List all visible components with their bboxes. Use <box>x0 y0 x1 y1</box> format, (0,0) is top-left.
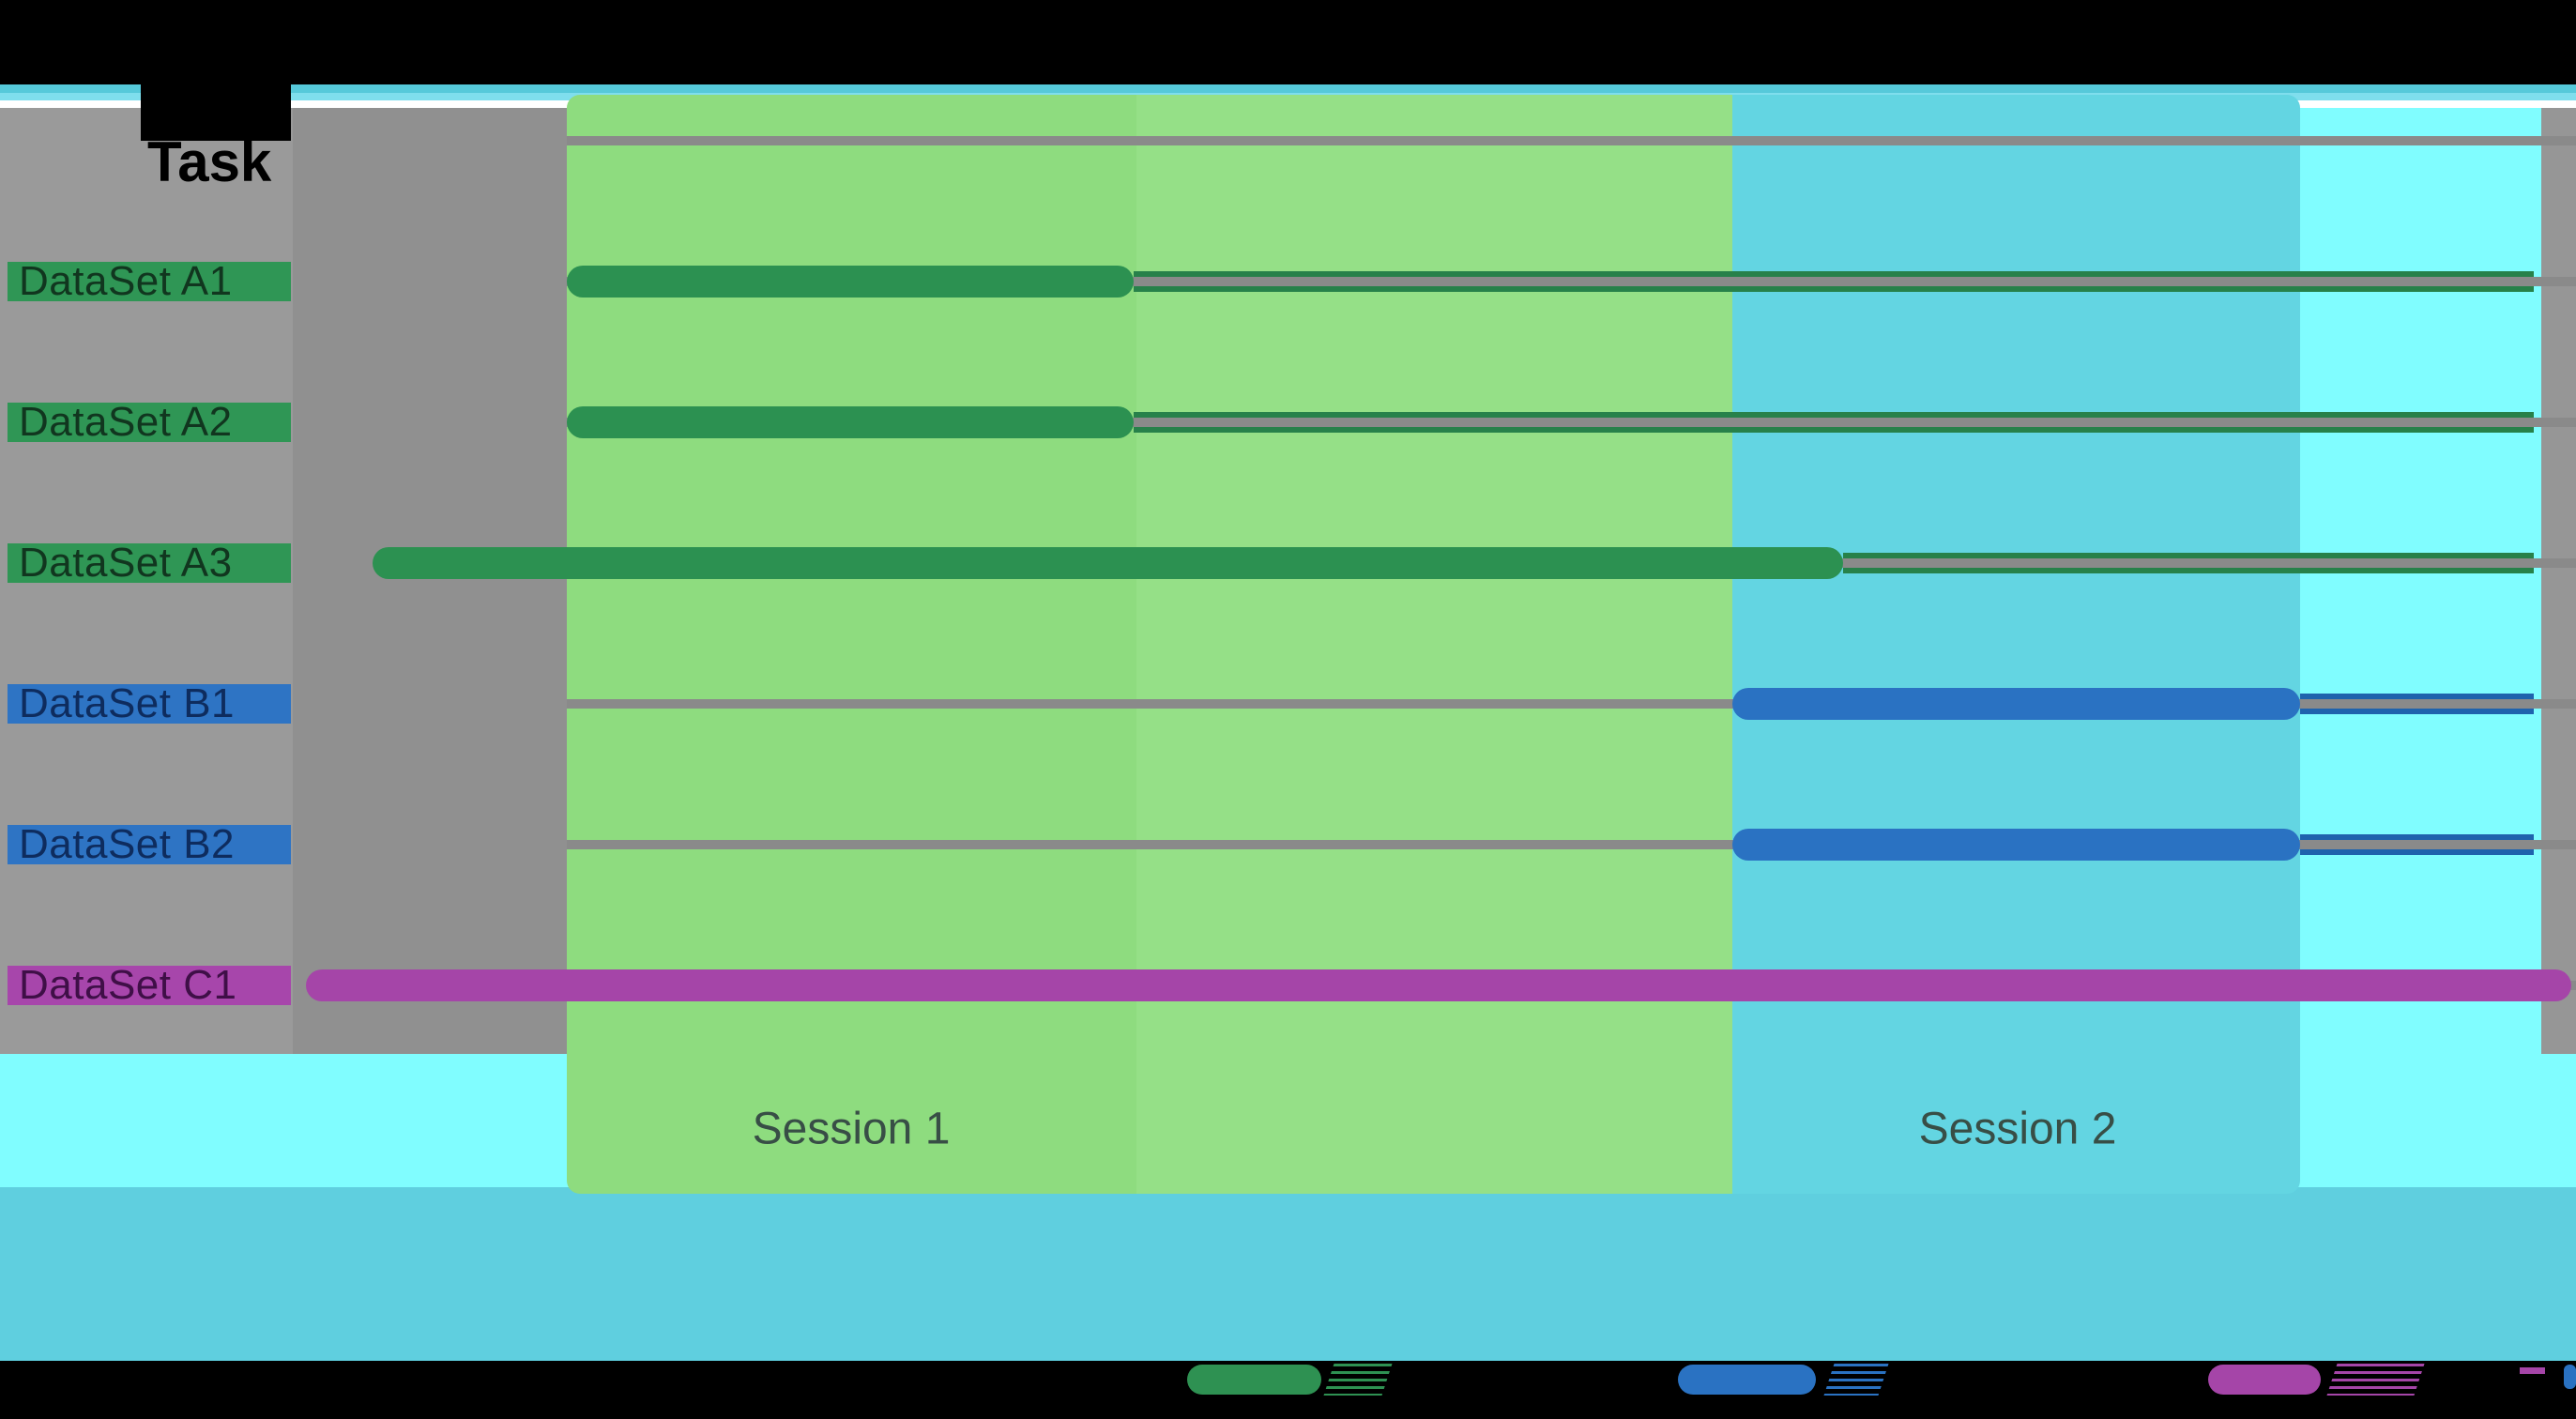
legend-swatch-series-b <box>1678 1365 1816 1395</box>
row-label-dataset-a2: DataSet A2 <box>8 403 291 442</box>
legend-swatch-series-a <box>1187 1365 1321 1395</box>
row-track-line <box>567 699 2576 709</box>
row-label-dataset-b2: DataSet B2 <box>8 825 291 864</box>
session-1-band-lighter-half <box>1136 95 1732 1194</box>
session-2-label: Session 2 <box>1918 1104 2117 1154</box>
legend-obscured-text-series-a <box>1323 1364 1393 1396</box>
task-column-header: Task <box>147 130 272 193</box>
legend-obscured-text-series-c <box>2326 1364 2425 1396</box>
gantt-bar-dataset-a2 <box>567 406 1134 438</box>
row-label-dataset-a1: DataSet A1 <box>8 262 291 301</box>
session-2-band <box>1732 95 2300 1194</box>
gantt-bar-dataset-a3 <box>373 547 1843 579</box>
top-cyan-strip-upper <box>0 84 2576 93</box>
gantt-bar-dataset-a1 <box>567 266 1134 298</box>
row-track-line <box>567 418 2576 427</box>
session-1-label: Session 1 <box>752 1104 951 1154</box>
right-gray-column <box>2541 108 2576 1058</box>
gantt-bar-dataset-b1 <box>1732 688 2300 720</box>
top-black-band <box>0 0 2576 84</box>
row-label-dataset-b1: DataSet B1 <box>8 684 291 724</box>
row-label-dataset-c1: DataSet C1 <box>8 966 291 1005</box>
row-label-dataset-a3: DataSet A3 <box>8 543 291 583</box>
legend-swatch-series-c <box>2208 1365 2321 1395</box>
legend-blue-fragment <box>2564 1365 2576 1389</box>
row-track-line <box>567 136 2576 145</box>
light-cyan-right-column <box>2300 108 2541 1187</box>
black-obscuring-box <box>141 81 291 141</box>
legend-purple-fragment <box>2520 1367 2545 1374</box>
gantt-bar-dataset-b2 <box>1732 829 2300 861</box>
row-track-line <box>567 840 2576 849</box>
legend-obscured-text-series-b <box>1823 1364 1889 1396</box>
gantt-bar-dataset-c1 <box>306 969 2571 1001</box>
row-track-line <box>567 277 2576 286</box>
medium-cyan-bottom-band <box>0 1187 2576 1361</box>
